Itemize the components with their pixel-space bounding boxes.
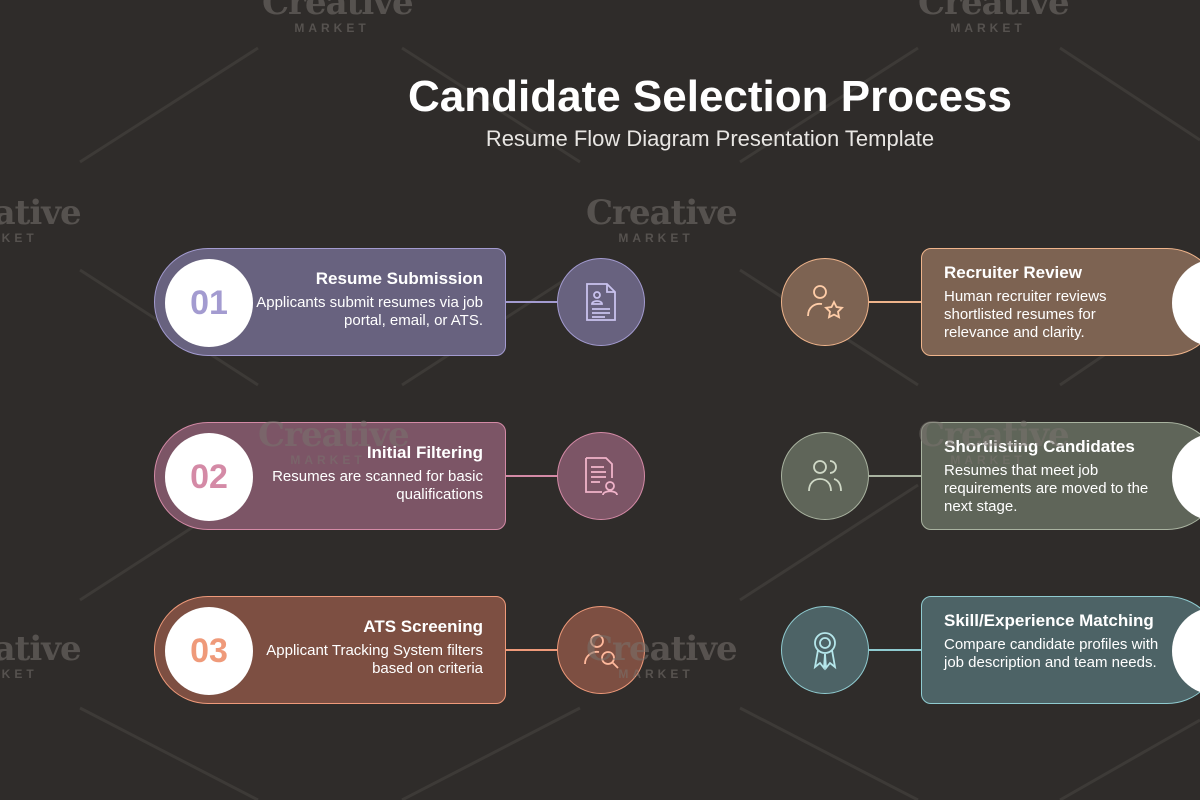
- step-description: Applicants submit resumes via job portal…: [256, 294, 483, 329]
- connector-line: [505, 301, 557, 303]
- step-description: Human recruiter reviews shortlisted resu…: [944, 288, 1107, 341]
- step-card-skill-matching: Skill/Experience Matching Compare candid…: [921, 596, 1200, 704]
- step-title: ATS Screening: [363, 617, 483, 636]
- step-card-resume-submission: 01 Resume Submission Applicants submit r…: [154, 248, 506, 356]
- step-text: ATS Screening Applicant Tracking System …: [253, 617, 483, 678]
- step-icon-circle: [557, 258, 645, 346]
- step-description: Resumes that meet job requirements are m…: [944, 462, 1149, 515]
- step-title: Initial Filtering: [366, 443, 483, 462]
- step-number-circle: [1172, 607, 1200, 695]
- page-subtitle: Resume Flow Diagram Presentation Templat…: [485, 126, 935, 151]
- step-text: Initial Filtering Resumes are scanned fo…: [253, 443, 483, 504]
- document-search-icon: [585, 457, 618, 496]
- step-title: Shortlisting Candidates: [944, 437, 1135, 456]
- step-text: Shortlisting Candidates Resumes that mee…: [944, 437, 1164, 516]
- step-description: Resumes are scanned for basic qualificat…: [272, 468, 483, 503]
- step-number-circle: [1172, 433, 1200, 521]
- step-title: Skill/Experience Matching: [944, 611, 1154, 630]
- step-number: 02: [165, 433, 253, 521]
- step-number: 03: [165, 607, 253, 695]
- connector-line: [869, 649, 921, 651]
- step-number-circle: [1172, 259, 1200, 347]
- step-icon-circle: [557, 432, 645, 520]
- resume-document-icon: [586, 283, 616, 321]
- step-text: Skill/Experience Matching Compare candid…: [944, 611, 1164, 672]
- connector-line: [869, 301, 921, 303]
- step-text: Resume Submission Applicants submit resu…: [253, 269, 483, 330]
- award-ribbon-icon: [813, 632, 837, 671]
- step-icon-circle: [781, 258, 869, 346]
- connector-line: [505, 475, 557, 477]
- users-icon: [808, 460, 842, 492]
- step-icon-circle: [781, 606, 869, 694]
- step-title: Resume Submission: [315, 269, 483, 288]
- step-text: Recruiter Review Human recruiter reviews…: [944, 263, 1164, 342]
- step-card-initial-filtering: 02 Initial Filtering Resumes are scanned…: [154, 422, 506, 530]
- step-description: Compare candidate profiles with job desc…: [944, 636, 1159, 671]
- user-search-icon: [584, 634, 619, 669]
- step-icon-circle: [781, 432, 869, 520]
- connector-line: [505, 649, 557, 651]
- step-card-recruiter-review: Recruiter Review Human recruiter reviews…: [921, 248, 1200, 356]
- step-card-ats-screening: 03 ATS Screening Applicant Tracking Syst…: [154, 596, 506, 704]
- step-description: Applicant Tracking System filters based …: [266, 642, 483, 677]
- user-star-icon: [807, 285, 844, 319]
- step-card-shortlisting-candidates: Shortlisting Candidates Resumes that mee…: [921, 422, 1200, 530]
- page-title: Candidate Selection Process: [408, 72, 1012, 121]
- step-icon-circle: [557, 606, 645, 694]
- connector-line: [869, 475, 921, 477]
- step-title: Recruiter Review: [944, 263, 1082, 282]
- step-number: 01: [165, 259, 253, 347]
